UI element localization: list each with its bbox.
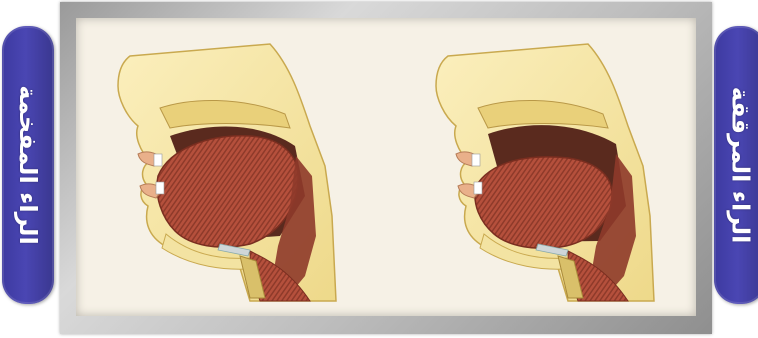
- heavy-ra-label: الراء المفخمة: [14, 85, 42, 245]
- left-label-tab: الراء المفخمة: [2, 26, 54, 304]
- lower-teeth: [474, 182, 482, 194]
- tongue: [475, 157, 612, 248]
- light-ra-label: الراء المرققة: [726, 87, 754, 244]
- right-label-tab: الراء المرققة: [714, 26, 758, 304]
- upper-teeth: [154, 154, 162, 166]
- lower-teeth: [156, 182, 164, 194]
- upper-teeth: [472, 154, 480, 166]
- vocal-tract-diagram-light: [418, 36, 658, 306]
- vocal-tract-diagram-heavy: [100, 36, 340, 306]
